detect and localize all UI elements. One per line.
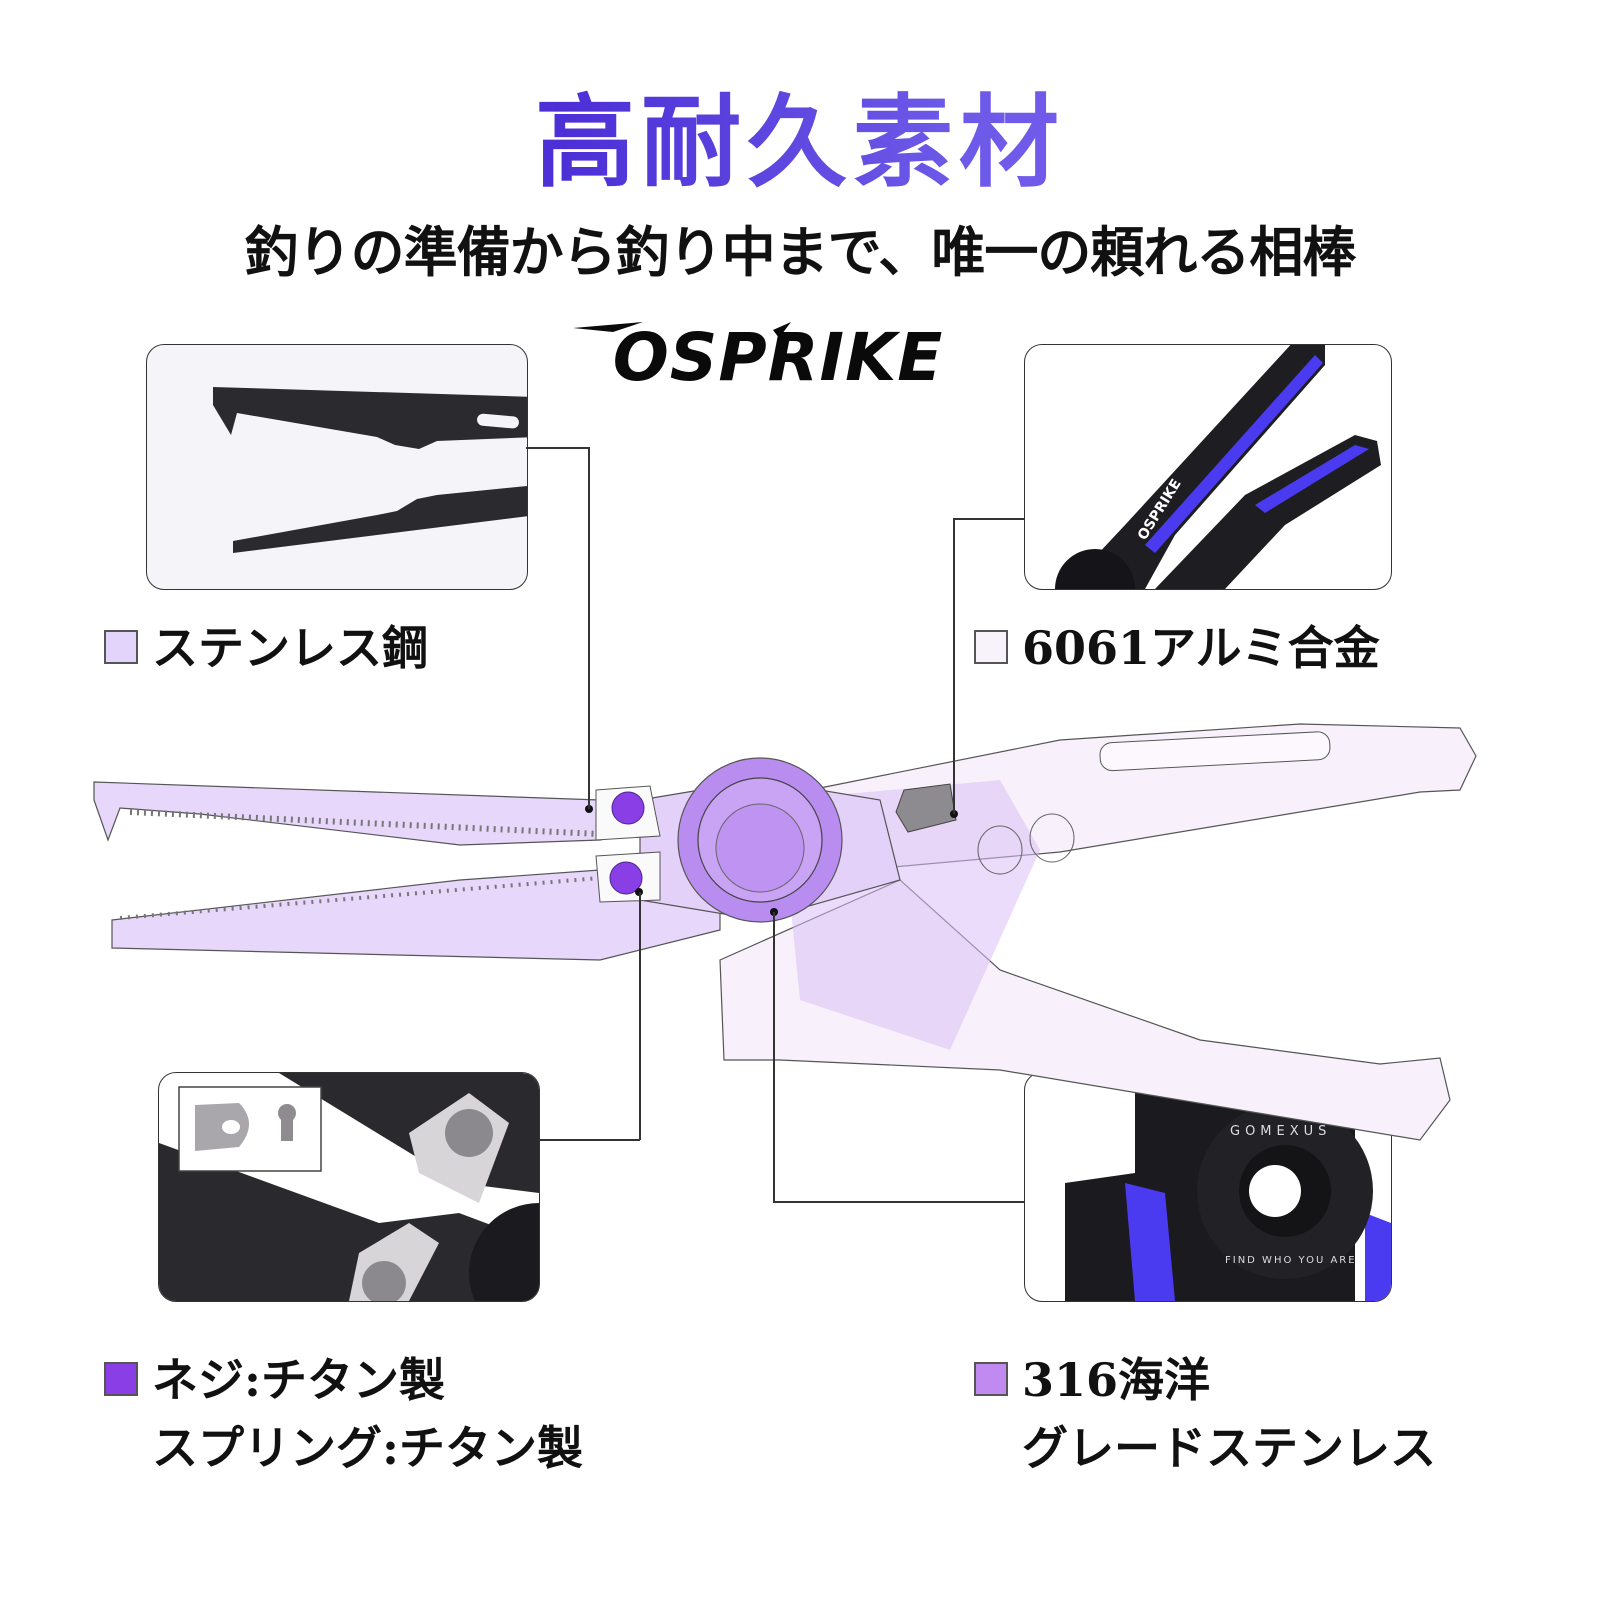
leader-line-jaw [526, 447, 589, 449]
leader-line-handle [953, 518, 1024, 520]
pivot-outer [677, 757, 843, 923]
legend-stainless-label: ステンレス鋼 [152, 621, 428, 675]
pivot-inner [697, 777, 823, 903]
screw-bottom [609, 861, 643, 895]
legend-titanium: ネジ:チタン製 スプリング:チタン製 [104, 1346, 583, 1482]
jaw-closeup-photo [146, 344, 528, 590]
osprey-swoosh-icon [573, 322, 791, 338]
pivot-closeup-photo: GOMEXUS FIND WHO YOU ARE [1024, 1072, 1392, 1302]
leader-line-screw-v [639, 892, 641, 1140]
ring-text-bottom: FIND WHO YOU ARE [1225, 1255, 1357, 1266]
lower-jaw-shape [111, 869, 721, 961]
stainless-jaw-icon [213, 387, 527, 553]
legend-marine-steel: 316海洋 グレードステンレス [974, 1346, 1436, 1482]
swatch-titanium [104, 1362, 138, 1396]
handle-closeup-photo: OSPRIKE [1024, 344, 1392, 590]
screw-top [611, 791, 645, 825]
upper-handle-slot [1099, 731, 1331, 772]
titanium-screw-icon [159, 1073, 539, 1301]
page-title: 高耐久素材 [0, 78, 1600, 208]
leader-line-jaw-v [588, 447, 590, 809]
pivot-ring-icon: GOMEXUS FIND WHO YOU ARE [1065, 1073, 1391, 1301]
leader-line-screw [538, 1139, 640, 1141]
lock-button [895, 783, 957, 833]
swatch-stainless [104, 630, 138, 664]
brand-logo-text: OSPRIKE [612, 319, 944, 396]
page-subtitle: 釣りの準備から釣り中まで、唯一の頼れる相棒 [244, 221, 1357, 284]
ring-text-top: GOMEXUS [1230, 1124, 1331, 1139]
legend-aluminum: 6061アルミ合金 [974, 614, 1380, 682]
leader-line-pivot-v [773, 912, 775, 1202]
swatch-aluminum [974, 630, 1008, 664]
legend-titanium-line2: スプリング:チタン製 [152, 1421, 583, 1475]
screw-closeup-photo [158, 1072, 540, 1302]
upper-jaw-shape [93, 781, 651, 846]
legend-stainless: ステンレス鋼 [104, 614, 428, 682]
brand-logo: OSPRIKE [573, 318, 983, 398]
upper-handle-shape [809, 723, 1477, 871]
legend-titanium-line1: ネジ:チタン製 [152, 1353, 445, 1407]
swatch-marine-steel [974, 1362, 1008, 1396]
legend-marine-steel-line1: 316海洋 [1022, 1353, 1211, 1407]
leader-line-handle-v [953, 518, 955, 814]
legend-aluminum-label: 6061アルミ合金 [1022, 621, 1380, 675]
aluminum-handle-icon: OSPRIKE [1055, 345, 1381, 589]
leader-line-pivot [773, 1201, 1024, 1203]
legend-marine-steel-line2: グレードステンレス [1022, 1421, 1436, 1475]
